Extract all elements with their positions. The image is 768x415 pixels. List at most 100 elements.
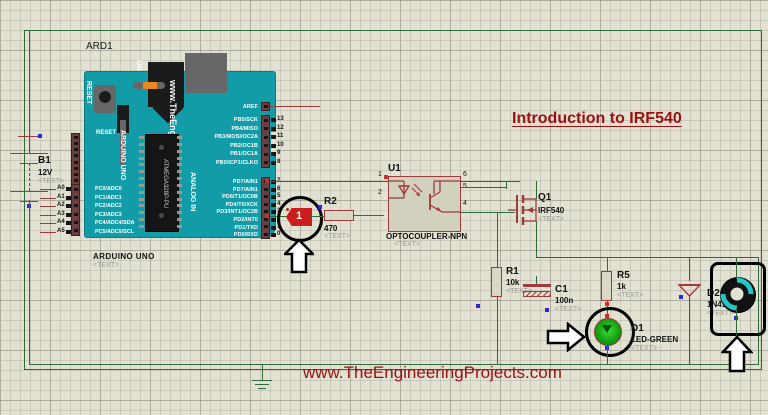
c1-reference: C1 [555,284,568,295]
digital-pin-stub-9 [271,152,276,157]
digital-pin-name-10: PB2/OC1B [230,142,258,149]
digital-pin-number-12: 12 [277,124,284,131]
r5-value: 1k [617,282,626,291]
wire-d2-to-ground [689,296,690,364]
reset-label: RESET [96,130,117,136]
trace-block [120,120,126,165]
arduino-reference: ARD1 [86,41,113,52]
reset-header[interactable] [71,133,80,185]
motor-rotor-arcs [720,277,754,311]
footer-watermark: www.TheEngineeringProjects.com [303,363,562,382]
analog-pin-stub-A5 [66,229,71,234]
resistor-r2[interactable] [324,210,354,221]
u1-pin-6: 6 [463,171,467,178]
wire-u1-pin5-up [506,181,507,189]
analog-pin-number-A1: A1 [57,193,65,200]
analog-pin-number-A4: A4 [57,219,65,225]
wire-u1-pin4 [461,212,515,213]
analog-pin-name-A3: PC3/ADC3 [95,211,122,218]
arduino-part-name: ARDUINO UNO [93,252,155,261]
motor-body[interactable] [720,277,756,313]
battery-plate-long-2 [10,191,48,192]
on-label: ON [135,60,142,71]
digital-pin-name-1: PD1/TXD [234,224,258,231]
analog-pin-name-A1: PC1/ADC1 [95,194,122,201]
ic-dot-top [159,145,164,150]
r2-text: <TEXT> [324,233,351,240]
d2-pin-marker [679,295,683,299]
analog-pin-stub-A3 [66,212,71,217]
ground-stem [262,364,263,380]
d1-value: LED-GREEN [631,335,679,344]
digital-pin-stub-1 [271,225,276,230]
arduino-part-text: <TEXT> [93,262,120,269]
r2-pin-marker [318,205,322,209]
wire-led-to-ground [607,344,608,364]
wire-u1-pin4-to-r1 [497,212,498,267]
analog-pin-stub-A4 [66,221,71,225]
u1-reference: U1 [388,163,401,174]
u1-pin-5: 5 [463,183,467,190]
analog-pin-number-A2: A2 [57,202,65,208]
board-notch [271,132,276,154]
q1-text: <TEXT> [538,216,565,223]
pin2-marker [265,214,269,218]
led-highlight-circle [585,307,635,357]
c1-text: <TEXT> [555,306,582,313]
led-callout-arrow [546,322,586,352]
diode-d2[interactable] [676,281,703,301]
page-title: Introduction to IRF540 [512,110,682,127]
digital-header-bottom[interactable] [261,177,270,239]
reset-pin-marker [38,134,42,138]
r5-reference: R5 [617,270,630,281]
ic-dot-bottom [159,213,164,218]
wire-battery-vplus [29,30,30,147]
wire-r5-top [607,257,608,271]
digital-header-top[interactable] [261,115,270,168]
ic-pins-left [139,136,144,228]
r5-text: <TEXT> [617,292,644,299]
digital-pin-stub-0 [271,233,276,238]
ground-bar-1 [252,380,272,381]
u1-pin-2: 2 [378,189,382,196]
digital-pin-stub-6 [271,187,276,192]
digital-pin-stub-8 [271,161,276,165]
digital-pin-stub-10 [271,143,276,148]
capacitor-c1-curve[interactable] [523,291,551,297]
analog-pin-lead-A4 [40,223,56,224]
d1-reference: D1 [631,323,644,334]
resistor-r1[interactable] [491,267,502,297]
r2-right-lead [354,215,384,216]
logic-probe-flag[interactable] [286,208,312,226]
ic-pins-right [177,136,182,228]
resistor-r5[interactable] [601,271,612,301]
r1-pin-marker [476,304,480,308]
digital-pin-number-5: 5 [277,193,281,200]
digital-pin-stub-13 [271,118,276,122]
optocoupler-internal-symbol [388,180,461,213]
optocoupler-u1[interactable] [388,176,461,232]
mosfet-q1[interactable] [508,190,548,230]
d2-reference: D2 [707,288,720,299]
r2-value: 470 [324,224,338,233]
analog-pin-name-A5: PC5/ADC5/SCL [95,228,134,235]
wire-q1-source-down [536,221,537,257]
probe-dot-1 [286,208,289,211]
d2-value: 1N4148 [707,300,736,309]
wire-c1-top [536,276,537,286]
digital-pin-number-11: 11 [277,133,284,140]
d2-text: <TEXT> [707,310,734,317]
analog-pin-name-A4: PC4/ADC4/SDA [95,220,135,226]
wire-battery-vminus [29,200,30,364]
wire-right-edge-down [758,257,759,364]
analog-header[interactable] [71,184,80,236]
r1-bottom-wire [497,297,498,364]
analog-pin-name-A2: PC2/ADC2 [95,203,122,209]
digital-pin-number-13: 13 [277,116,284,122]
battery-reference: B1 [38,155,51,166]
aref-header[interactable] [261,102,270,111]
c1-value: 100n [555,296,574,305]
analog-pin-lead-A0 [40,189,56,190]
digital-pin-number-0: 0 [277,231,281,238]
battery-body-dash [29,163,30,191]
